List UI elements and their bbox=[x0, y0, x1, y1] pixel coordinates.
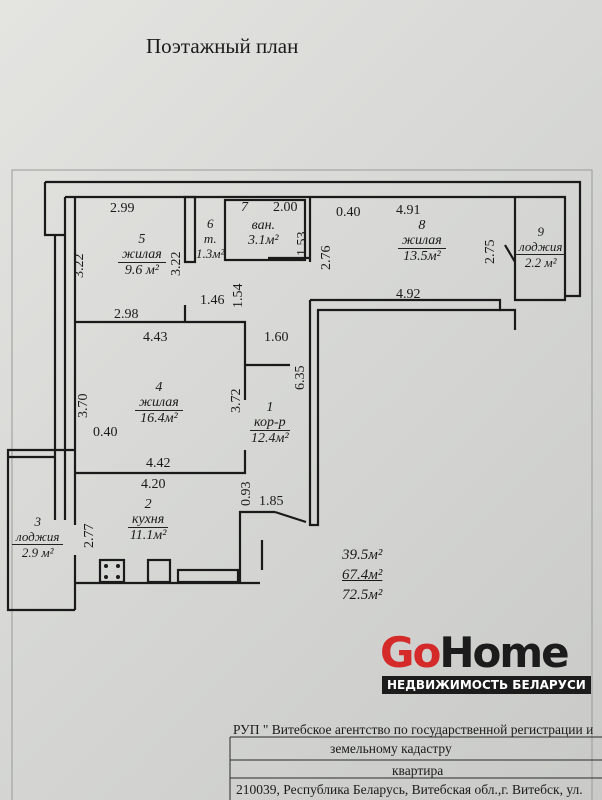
dim: 2.75 bbox=[483, 239, 498, 265]
room-number: 5 bbox=[138, 232, 146, 247]
room-type: т. bbox=[203, 231, 217, 246]
dim: 2.77 bbox=[82, 523, 97, 549]
logo-home: Home bbox=[439, 628, 569, 677]
dim: 2.99 bbox=[110, 201, 135, 216]
dim: 1.46 bbox=[200, 293, 225, 308]
room-type: жилая bbox=[398, 233, 446, 249]
dim: 3.70 bbox=[76, 393, 91, 419]
room-area: 2.2 м² bbox=[524, 255, 557, 270]
plan-title: Поэтажный план bbox=[146, 34, 299, 58]
room-number: 1 bbox=[266, 400, 274, 415]
title-block-address: 210039, Республика Беларусь, Витебская о… bbox=[236, 782, 583, 797]
room-6: 6 т. 1.3м² bbox=[196, 216, 224, 261]
title-block-org-line2: земельному кадастру bbox=[330, 741, 452, 756]
room-area: 11.1м² bbox=[129, 528, 167, 543]
room-area: 2.9 м² bbox=[21, 545, 54, 560]
room-7: ван. 3.1м² bbox=[248, 218, 279, 248]
dim: 0.93 bbox=[239, 481, 254, 507]
room-number: 6 bbox=[206, 216, 214, 231]
dim: 0.40 bbox=[93, 425, 118, 440]
room-number: 3 bbox=[34, 514, 41, 529]
room-type: кухня bbox=[128, 512, 169, 528]
title-block-object: квартира bbox=[392, 763, 444, 778]
room-area: 12.4м² bbox=[251, 431, 289, 446]
dim: 4.42 bbox=[146, 456, 171, 471]
dim: 4.20 bbox=[141, 477, 166, 492]
room-type: жилая bbox=[135, 395, 183, 411]
dim: 4.43 bbox=[143, 330, 168, 345]
dim: 2.76 bbox=[319, 245, 334, 271]
room-number: 4 bbox=[155, 380, 163, 395]
room-2: 2 кухня 11.1м² bbox=[128, 497, 169, 543]
room-type: лоджия bbox=[12, 529, 64, 545]
room-3: 3 лоджия 2.9 м² bbox=[12, 514, 64, 560]
dim: 1.85 bbox=[259, 494, 284, 509]
logo-tagline: НЕДВИЖИМОСТЬ БЕЛАРУСИ bbox=[382, 676, 591, 694]
dim: 3.22 bbox=[72, 253, 87, 279]
room-area: 16.4м² bbox=[140, 411, 178, 426]
dim: 0.40 bbox=[336, 205, 361, 220]
dim: 1.60 bbox=[264, 330, 289, 345]
dim: 3.72 bbox=[229, 388, 244, 414]
dim: 2.00 bbox=[273, 200, 298, 215]
dim: 6.35 bbox=[293, 365, 308, 391]
room-5: 5 жилая 9.6 м² bbox=[118, 232, 166, 278]
dim: 4.91 bbox=[396, 203, 421, 218]
room-8: 8 жилая 13.5м² bbox=[398, 218, 446, 264]
logo-go: Go bbox=[380, 628, 441, 677]
room-area: 13.5м² bbox=[403, 249, 441, 264]
room-type: жилая bbox=[118, 247, 166, 263]
room-number: 2 bbox=[144, 497, 152, 512]
title-block-org-line1: РУП " Витебское агентство по государстве… bbox=[233, 722, 594, 737]
room-area: 3.1м² bbox=[248, 233, 279, 248]
room-1: 1 кор-р 12.4м² bbox=[250, 400, 290, 446]
room-number: 9 bbox=[537, 224, 544, 239]
room-type: лоджия bbox=[515, 239, 567, 255]
full-area: 72.5м² bbox=[342, 587, 383, 603]
gohome-watermark-logo: GoHome НЕДВИЖИМОСТЬ БЕЛАРУСИ bbox=[380, 628, 591, 694]
room-type: кор-р bbox=[250, 415, 290, 431]
dim: 2.98 bbox=[114, 307, 139, 322]
room-number: 8 bbox=[418, 218, 426, 233]
dim: 1.54 bbox=[231, 283, 246, 309]
dim: 1.53 bbox=[295, 231, 310, 257]
total-area: 67.4м² bbox=[342, 567, 383, 583]
room-type: ван. bbox=[251, 218, 276, 233]
room-9: 9 лоджия 2.2 м² bbox=[515, 224, 567, 270]
room-area: 1.3м² bbox=[196, 246, 225, 261]
room-area: 9.6 м² bbox=[124, 263, 159, 278]
room-7-number: 7 bbox=[241, 200, 248, 215]
dim: 4.92 bbox=[396, 287, 421, 302]
room-4: 4 жилая 16.4м² bbox=[135, 380, 183, 426]
dim: 3.22 bbox=[169, 251, 184, 277]
living-area-total: 39.5м² bbox=[342, 547, 383, 563]
